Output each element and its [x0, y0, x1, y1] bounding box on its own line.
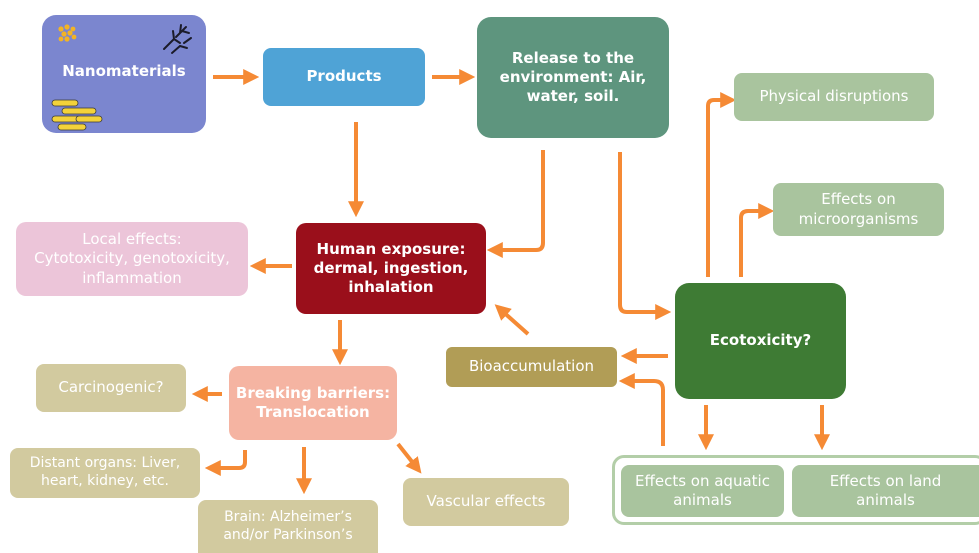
- land-animals-box: Effects on land animals: [792, 465, 979, 517]
- physical-disruptions-box: Physical disruptions: [734, 73, 934, 121]
- nanomaterials-box: Nanomaterials: [42, 15, 206, 133]
- arrow-ecotox-to-microorg: [739, 203, 775, 277]
- distant-organs-label: Distant organs: Liver, heart, kidney, et…: [29, 455, 181, 489]
- brain-label: Brain: Alzheimer’s and/or Parkinson’s: [223, 508, 353, 543]
- microorganisms-box: Effects on microorganisms: [773, 183, 944, 236]
- aquatic-animals-box: Effects on aquatic animals: [621, 465, 784, 517]
- breaking-barriers-label: Breaking barriers: Translocation: [235, 383, 391, 421]
- arrow-ecotox-to-physical: [706, 92, 737, 277]
- physical-disruptions-label: Physical disruptions: [759, 87, 909, 106]
- brain-box: Brain: Alzheimer’s and/or Parkinson’s: [198, 500, 378, 553]
- nanorods-icon: [51, 99, 103, 131]
- release-label: Release to the environment: Air, water, …: [499, 48, 647, 106]
- local-effects-box: Local effects: Cytotoxicity, genotoxicit…: [16, 222, 248, 296]
- human-exposure-label: Human exposure: dermal, ingestion, inhal…: [313, 239, 469, 297]
- products-box: Products: [263, 48, 425, 106]
- local-effects-label: Local effects: Cytotoxicity, genotoxicit…: [34, 230, 230, 287]
- vascular-effects-label: Vascular effects: [426, 492, 546, 511]
- ecotoxicity-label: Ecotoxicity?: [709, 331, 812, 350]
- animal-effects-group: [612, 455, 979, 525]
- arrow-aquatic-to-bioacc: [618, 373, 665, 446]
- distant-organs-box: Distant organs: Liver, heart, kidney, et…: [10, 448, 200, 498]
- nanomaterials-label: Nanomaterials: [62, 62, 186, 81]
- nanotube-branches-icon: [163, 24, 192, 54]
- breaking-barriers-box: Breaking barriers: Translocation: [229, 366, 397, 440]
- arrow-bioacc-to-human: [494, 304, 530, 336]
- bioaccumulation-label: Bioaccumulation: [468, 357, 595, 376]
- aquatic-animals-label: Effects on aquatic animals: [635, 471, 770, 509]
- products-label: Products: [306, 67, 382, 86]
- microorganisms-label: Effects on microorganisms: [798, 190, 919, 228]
- arrow-breaking-to-distant: [204, 450, 247, 476]
- carcinogenic-box: Carcinogenic?: [36, 364, 186, 412]
- arrow-breaking-to-vascular: [396, 442, 422, 474]
- vascular-effects-box: Vascular effects: [403, 478, 569, 526]
- bioaccumulation-box: Bioaccumulation: [446, 347, 617, 387]
- ecotoxicity-box: Ecotoxicity?: [675, 283, 846, 399]
- land-animals-label: Effects on land animals: [829, 471, 942, 509]
- carcinogenic-label: Carcinogenic?: [58, 378, 164, 397]
- release-box: Release to the environment: Air, water, …: [477, 17, 669, 138]
- arrow-release-to-human: [486, 150, 545, 258]
- arrow-release-to-ecotox: [618, 152, 672, 320]
- nanoparticle-dots-icon: [58, 24, 77, 42]
- human-exposure-box: Human exposure: dermal, ingestion, inhal…: [296, 223, 486, 314]
